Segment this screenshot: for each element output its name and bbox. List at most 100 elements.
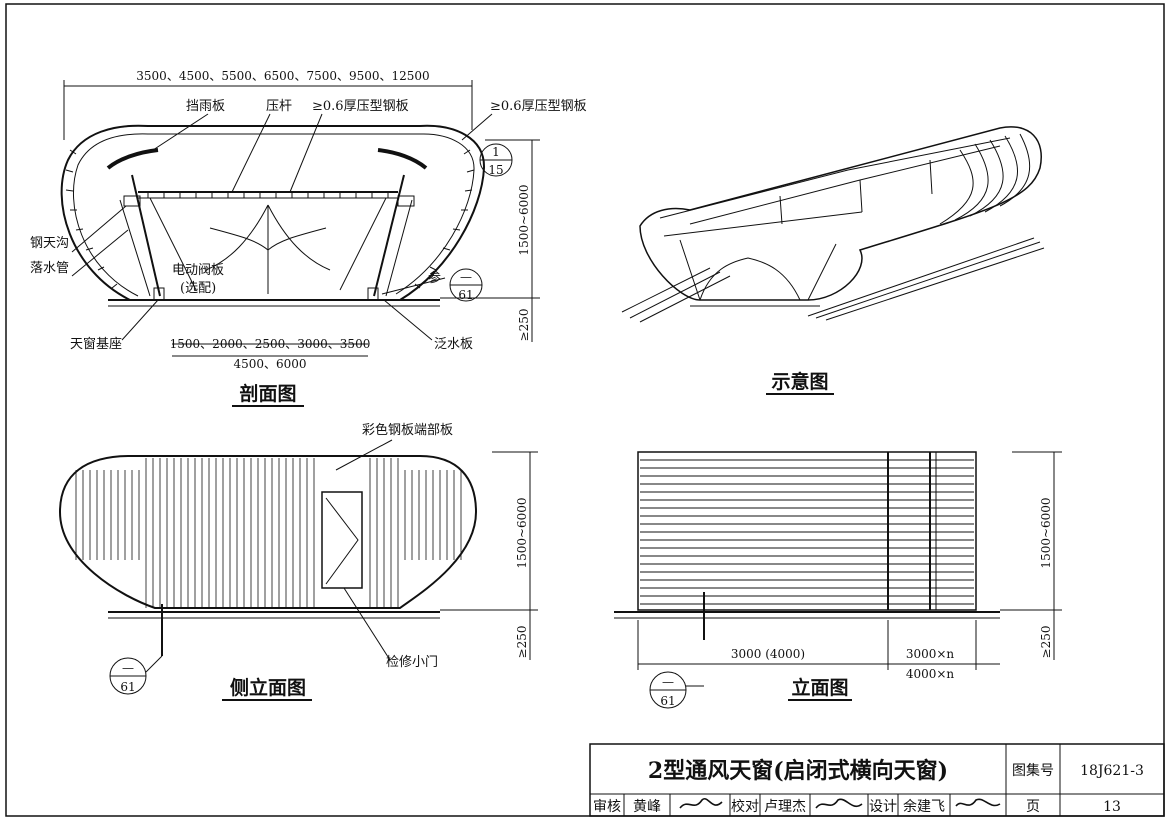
- section-outer-shell: [60, 124, 486, 301]
- leader-base: [121, 299, 159, 341]
- leader-flashing: [383, 299, 433, 341]
- base-left: [153, 287, 165, 301]
- front-elevation-view: 3000 (4000) 3000×n 4000×n 1500~6000 ≥250…: [614, 451, 1062, 709]
- schematic-shell-ribs: [939, 133, 1031, 225]
- front-slats: [640, 459, 974, 605]
- front-base-dim: ≥250: [1039, 626, 1053, 659]
- schematic-deck-back: [689, 145, 1001, 225]
- title-block-title: 2型通风天窗(启闭式横向天窗): [648, 758, 948, 784]
- damper-left-leaf: [205, 204, 269, 271]
- side-ref-top: —: [122, 661, 134, 675]
- label-damper-note: (选配): [180, 281, 216, 296]
- atlas-number: 18J621-3: [1080, 763, 1144, 779]
- schematic-top-edge: [659, 137, 1011, 219]
- front-dim-main: 3000 (4000): [731, 647, 805, 661]
- downpipe-right: [385, 199, 413, 297]
- section-base-dim: ≥250: [517, 309, 531, 342]
- side-height-dim: 1500~6000: [515, 497, 529, 568]
- atlas-label: 图集号: [1012, 762, 1054, 779]
- check-label: 校对: [731, 798, 759, 815]
- page-number: 13: [1103, 799, 1121, 815]
- leader-downpipe: [71, 229, 129, 277]
- section-inner-shell: [72, 133, 475, 297]
- designer-name: 余建飞: [903, 798, 945, 815]
- review-label: 审核: [593, 799, 621, 815]
- detail-ref-bottom: 15: [488, 163, 503, 177]
- detail-ref-top: 1: [492, 145, 500, 159]
- label-strut: 压杆: [266, 99, 292, 114]
- label-rain-shield: 挡雨板: [186, 99, 225, 114]
- gutter-left: [123, 195, 141, 207]
- label-downpipe: 落水管: [30, 261, 69, 276]
- label-base: 天窗基座: [70, 336, 122, 352]
- schematic-damper: [699, 257, 801, 301]
- leader-end-panel: [335, 439, 393, 471]
- side-elevation-view: 彩色钢板端部板 检修小门 1500~6000 ≥250 — 61 侧立面图: [58, 422, 538, 701]
- damper-upper-curve: [209, 227, 327, 251]
- side-ref-leader: [145, 655, 163, 673]
- downpipe-left: [119, 199, 151, 297]
- front-ref-top: —: [662, 675, 674, 689]
- section-ref-top: —: [460, 270, 472, 284]
- schematic-frames: [779, 159, 933, 225]
- side-outline: [58, 455, 478, 609]
- label-end-panel: 彩色钢板端部板: [362, 422, 453, 438]
- base-right: [367, 287, 379, 301]
- schematic-deck-front: [663, 211, 863, 237]
- checker-name: 卢理杰: [764, 799, 806, 815]
- damper-right-leaf: [267, 204, 331, 271]
- section-caption: 剖面图: [239, 382, 296, 405]
- post-right: [373, 174, 405, 297]
- gutter-right: [397, 195, 415, 207]
- front-dim-n2: 4000×n: [906, 667, 955, 681]
- design-label: 设计: [869, 799, 897, 815]
- section-shell-ribs: [65, 149, 475, 289]
- leader-ref: [381, 277, 446, 295]
- leader-rain-shield: [149, 113, 209, 153]
- label-gutter: 钢天沟: [30, 236, 69, 251]
- section-top-dim: 3500、4500、5500、6500、7500、9500、12500: [136, 69, 429, 83]
- label-damper: 电动阀板: [172, 263, 224, 278]
- section-view: 3500、4500、5500、6500、7500、9500、12500: [30, 69, 587, 407]
- front-outline: [637, 451, 977, 611]
- schematic-caption: 示意图: [771, 370, 828, 393]
- label-access-door: 检修小门: [386, 655, 438, 670]
- section-bottom-dim-2: 4500、6000: [233, 357, 306, 371]
- label-steel-sheet-outer: ≥0.6厚压型钢板: [490, 99, 587, 114]
- reviewer-signature: [679, 797, 723, 809]
- checker-signature: [815, 798, 863, 809]
- section-height-dim: 1500~6000: [517, 184, 531, 255]
- access-door-swing: [325, 497, 359, 585]
- label-ref: 参: [428, 270, 441, 286]
- schematic-body: [639, 126, 1042, 301]
- schematic-roof-lines: [621, 237, 1045, 323]
- brace-right: [339, 197, 387, 291]
- access-door: [321, 491, 363, 589]
- reviewer-name: 黄峰: [633, 798, 661, 815]
- leader-steel-sheet-outer: [461, 113, 493, 141]
- designer-signature: [955, 798, 1001, 807]
- label-steel-sheet-inner: ≥0.6厚压型钢板: [312, 99, 409, 114]
- sheet-border: [5, 3, 1165, 817]
- front-caption: 立面图: [791, 676, 848, 699]
- title-block-frame: [589, 743, 1165, 817]
- side-caption: 侧立面图: [230, 676, 306, 699]
- leader-steel-sheet-inner: [289, 113, 323, 193]
- post-left: [131, 174, 161, 297]
- front-height-dim: 1500~6000: [1039, 497, 1053, 568]
- leader-strut: [231, 113, 271, 193]
- rain-shield-right: [377, 148, 428, 170]
- side-ribs: [75, 458, 462, 608]
- side-base-dim: ≥250: [515, 626, 529, 659]
- side-ref-bottom: 61: [120, 680, 135, 694]
- schematic-view: 示意图: [621, 126, 1045, 395]
- rain-shield-left: [106, 148, 159, 170]
- label-flashing: 泛水板: [434, 337, 473, 352]
- front-ref-bottom: 61: [660, 694, 675, 708]
- front-dim-n1: 3000×n: [906, 647, 955, 661]
- section-ref-bottom: 61: [458, 288, 473, 302]
- section-bottom-dim-1: 1500、2000、2500、3000、3500: [170, 337, 371, 351]
- schematic-legs: [679, 239, 837, 301]
- brace-left: [149, 197, 197, 291]
